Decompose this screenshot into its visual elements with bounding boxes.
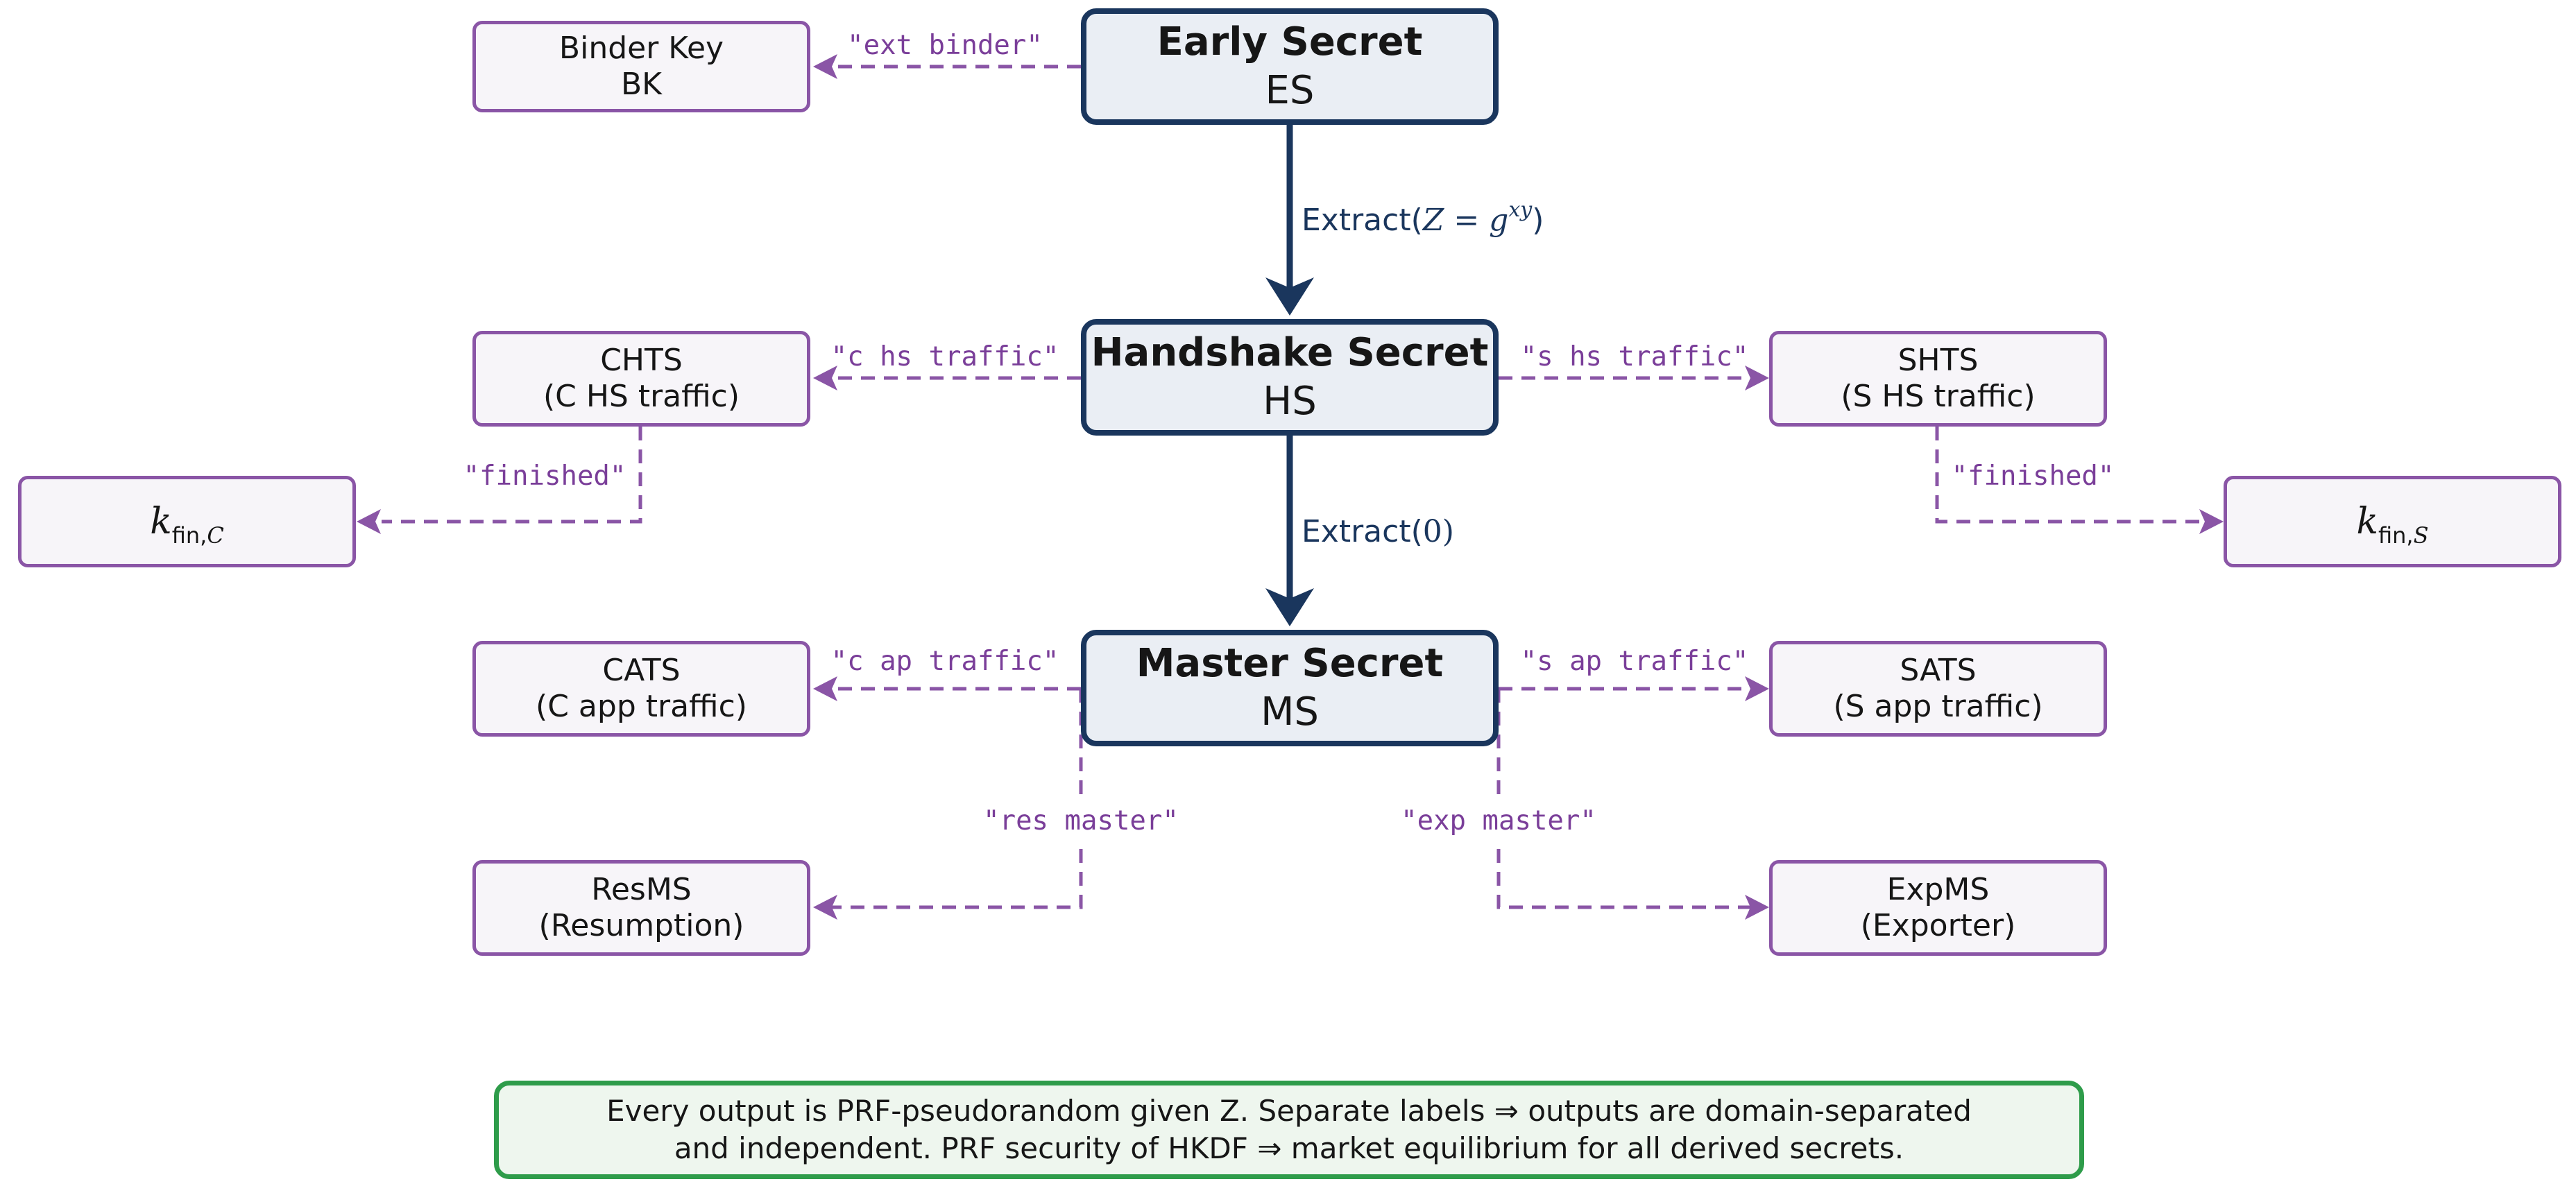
label-ext-binder: "ext binder"	[847, 30, 1043, 61]
node-line2: (S HS traffic)	[1841, 379, 2036, 414]
label-extract-z: Extract(Z = gxy)	[1302, 198, 1544, 238]
arrowhead-chts	[813, 366, 837, 390]
node-abbr: ES	[1265, 68, 1315, 113]
node-line2: (Resumption)	[538, 908, 744, 943]
node-kfin-c: kfin,C	[18, 476, 356, 567]
kfin-s-symbol: kfin,S	[2356, 501, 2429, 549]
node-line1: CATS	[602, 653, 681, 688]
node-early-secret: Early Secret ES	[1081, 8, 1499, 125]
node-line2: (C HS traffic)	[543, 379, 740, 414]
edge-es-to-hs	[1265, 125, 1314, 316]
arrowhead-kfins	[2199, 509, 2224, 534]
node-cats: CATS (C app traffic)	[472, 641, 810, 737]
label-c-ap-traffic: "c ap traffic"	[831, 646, 1059, 677]
node-line2: (S app traffic)	[1833, 689, 2043, 724]
label-finished-s: "finished"	[1952, 461, 2115, 492]
edge-ms-to-resms	[827, 689, 1083, 909]
node-expms: ExpMS (Exporter)	[1769, 860, 2107, 956]
label-res-master: "res master"	[983, 805, 1179, 836]
summary-note: Every output is PRF-pseudorandom given Z…	[494, 1081, 2084, 1179]
node-title: Master Secret	[1136, 641, 1444, 686]
kfin-c-symbol: kfin,C	[150, 501, 224, 549]
node-title: Early Secret	[1157, 19, 1423, 65]
arrowhead-kfinc	[357, 509, 381, 534]
label-exp-master: "exp master"	[1401, 805, 1596, 836]
arrowhead-resms	[813, 895, 837, 920]
node-line1: CHTS	[600, 343, 683, 378]
edge-hs-to-ms	[1265, 436, 1314, 626]
node-handshake-secret: Handshake Secret HS	[1081, 319, 1499, 436]
label-extract-0: Extract(0)	[1302, 514, 1454, 549]
edge-chts-to-kfinc	[382, 427, 642, 524]
node-kfin-s: kfin,S	[2224, 476, 2561, 567]
label-s-hs-traffic: "s hs traffic"	[1521, 341, 1749, 372]
arrowhead-expms	[1745, 895, 1769, 920]
node-line1: Binder Key	[558, 31, 724, 66]
label-finished-c: "finished"	[463, 461, 626, 492]
node-line2: (Exporter)	[1860, 908, 2016, 943]
node-shts: SHTS (S HS traffic)	[1769, 331, 2107, 427]
label-s-ap-traffic: "s ap traffic"	[1521, 646, 1749, 677]
edge-ms-to-expms	[1496, 689, 1755, 909]
node-abbr: MS	[1261, 689, 1319, 735]
node-resms: ResMS (Resumption)	[472, 860, 810, 956]
node-line2: (C app traffic)	[536, 689, 747, 724]
node-line1: ResMS	[591, 872, 692, 907]
node-line1: SATS	[1900, 653, 1977, 688]
arrowhead-bk	[813, 54, 837, 79]
node-master-secret: Master Secret MS	[1081, 630, 1499, 746]
node-line2: BK	[620, 67, 663, 102]
node-abbr: HS	[1263, 379, 1317, 424]
arrowhead-shts	[1745, 366, 1769, 390]
edge-shts-to-kfins	[1935, 427, 2199, 524]
label-c-hs-traffic: "c hs traffic"	[831, 341, 1059, 372]
arrowhead-sats	[1745, 676, 1769, 701]
node-title: Handshake Secret	[1091, 330, 1489, 375]
summary-note-line1: Every output is PRF-pseudorandom given Z…	[606, 1094, 1972, 1128]
node-sats: SATS (S app traffic)	[1769, 641, 2107, 737]
node-binder-key: Binder Key BK	[472, 21, 810, 112]
summary-note-line2: and independent. PRF security of HKDF ⇒ …	[674, 1131, 1904, 1165]
node-chts: CHTS (C HS traffic)	[472, 331, 810, 427]
arrowhead-cats	[813, 676, 837, 701]
node-line1: ExpMS	[1886, 872, 1990, 907]
node-line1: SHTS	[1897, 343, 1979, 378]
